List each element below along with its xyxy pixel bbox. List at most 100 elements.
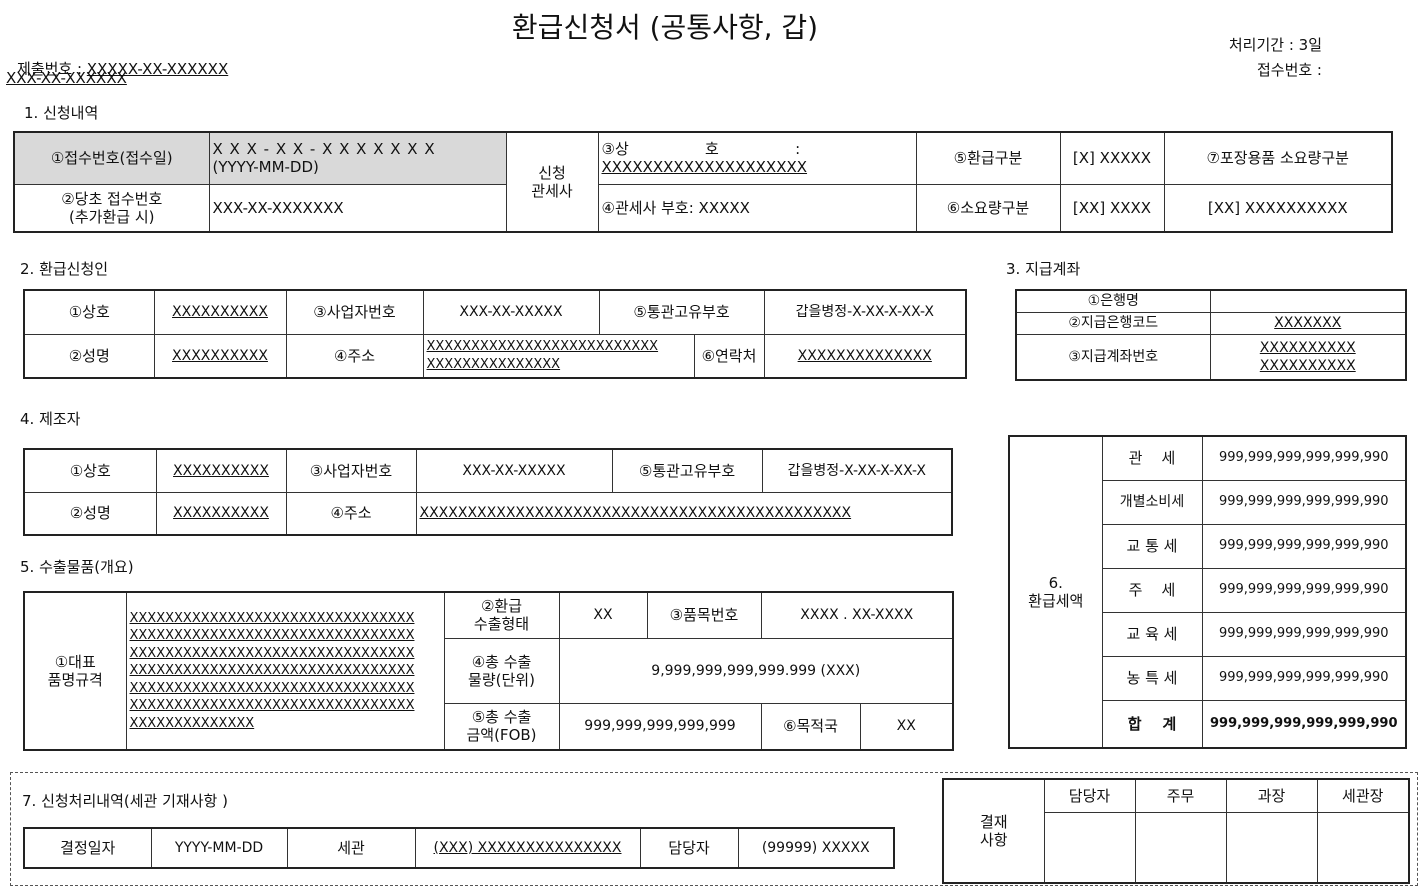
bank-name-value bbox=[1209, 289, 1407, 313]
maker-address-value: XXXXXXXXXXXXXXXXXXXXXXXXXXXXXXXXXXXXXXXX… bbox=[415, 491, 953, 536]
applicant-name-value: XXXXXXXXXX bbox=[153, 289, 287, 335]
section4-heading: 4. 제조자 bbox=[20, 410, 81, 428]
submit-label: 제출번호 : XXXXX-XX-XXXXXX bbox=[17, 58, 228, 79]
approval-col-director: 세관장 bbox=[1316, 778, 1410, 813]
tax-rural-value: 999,999,999,999,999,990 bbox=[1201, 655, 1407, 701]
maker-customs-code-value: 갑을병정-X-XX-X-XX-X bbox=[761, 448, 953, 493]
approval-sign-director bbox=[1316, 811, 1410, 884]
tax-rural-label: 농 특 세 bbox=[1101, 655, 1203, 701]
applicant-name-label: ①상호 bbox=[23, 289, 155, 335]
tax-customs-value: 999,999,999,999,999,990 bbox=[1201, 435, 1407, 481]
broker-name-label: ③상 호 : bbox=[601, 140, 801, 159]
approval-table: 결재 사항 담당자 주무 과장 세관장 bbox=[942, 778, 1410, 884]
applicant-contact-label: ⑥연락처 bbox=[693, 333, 765, 379]
broker-name-value: XXXXXXXXXXXXXXXXXXXX bbox=[601, 158, 808, 177]
page-title: 환급신청서 (공통사항, 갑) bbox=[511, 11, 819, 44]
tax-special-consumption-label: 개별소비세 bbox=[1101, 479, 1203, 525]
original-receipt-value: XXX-XX-XXXXXXX bbox=[208, 183, 507, 233]
original-receipt-label: ②당초 접수번호 (추가환급 시) bbox=[13, 183, 210, 233]
decision-date-value: YYYY-MM-DD bbox=[150, 827, 288, 869]
maker-customs-code-label: ⑤통관고유부호 bbox=[611, 448, 763, 493]
destination-label: ⑥목적국 bbox=[760, 702, 861, 751]
approval-col-officer: 담당자 bbox=[1043, 778, 1136, 813]
item-number-value: XXXX . XX-XXXX bbox=[760, 591, 954, 639]
receipt-number-code: X X X - X X - X X X X X X X bbox=[212, 140, 436, 159]
applicant-contact-value: XXXXXXXXXXXXXX bbox=[763, 333, 967, 379]
section2-table: ①상호 XXXXXXXXXX ③사업자번호 XXX-XX-XXXXX ⑤통관고유… bbox=[23, 289, 967, 379]
officer-label: 담당자 bbox=[639, 827, 739, 869]
section5-table: ①대표 품명규격 XXXXXXXXXXXXXXXXXXXXXXXXXXXXXXX… bbox=[23, 591, 955, 751]
export-amount-value: 999,999,999,999,999 bbox=[558, 702, 762, 751]
export-amount-label: ⑤총 수출 금액(FOB) bbox=[443, 702, 560, 751]
section1-heading: 1. 신청내역 bbox=[24, 104, 99, 122]
section2-heading: 2. 환급신청인 bbox=[20, 260, 109, 278]
export-type-value: XX bbox=[558, 591, 648, 639]
bank-code-value: XXXXXXX bbox=[1209, 311, 1407, 335]
refund-type-value: [X] XXXXX bbox=[1059, 131, 1165, 185]
tax-total-value: 999,999,999,999,999,990 bbox=[1201, 699, 1407, 749]
tax-special-consumption-value: 999,999,999,999,999,990 bbox=[1201, 479, 1407, 525]
approval-sign-manager bbox=[1225, 811, 1318, 884]
applicant-customs-code-label: ⑤통관고유부호 bbox=[598, 289, 765, 335]
section4-table: ①상호 XXXXXXXXXX ③사업자번호 XXX-XX-XXXXX ⑤통관고유… bbox=[23, 448, 953, 536]
account-number-value: XXXXXXXXXX XXXXXXXXXX bbox=[1209, 333, 1407, 381]
approval-sign-officer bbox=[1043, 811, 1136, 884]
requirement-type-label: ⑥소요량구분 bbox=[915, 183, 1061, 233]
item-number-label: ③품목번호 bbox=[646, 591, 762, 639]
officer-value: (99999) XXXXX bbox=[737, 827, 895, 869]
refund-type-label: ⑤환급구분 bbox=[915, 131, 1061, 185]
export-type-label: ②환급 수출형태 bbox=[443, 591, 560, 639]
maker-rep-value: XXXXXXXXXX bbox=[155, 491, 287, 536]
applicant-rep-label: ②성명 bbox=[23, 333, 155, 379]
receipt-date: (YYYY-MM-DD) bbox=[212, 158, 319, 177]
section5-heading: 5. 수출물품(개요) bbox=[20, 558, 134, 576]
export-quantity-label: ④총 수출 물량(단위) bbox=[443, 637, 560, 704]
maker-bizno-label: ③사업자번호 bbox=[285, 448, 417, 493]
submit-label-text: 제출번호 : bbox=[17, 60, 87, 78]
applicant-rep-value: XXXXXXXXXX bbox=[153, 333, 287, 379]
applicant-bizno-label: ③사업자번호 bbox=[285, 289, 424, 335]
export-quantity-value: 9,999,999,999,999.999 (XXX) bbox=[558, 637, 954, 704]
maker-name-value: XXXXXXXXXX bbox=[155, 448, 287, 493]
broker-label: 신청 관세사 bbox=[505, 131, 599, 233]
product-spec-value: XXXXXXXXXXXXXXXXXXXXXXXXXXXXXXXX XXXXXXX… bbox=[125, 591, 445, 751]
applicant-customs-code-value: 갑을병정-X-XX-X-XX-X bbox=[763, 289, 967, 335]
section3-heading: 3. 지급계좌 bbox=[1006, 260, 1081, 278]
approval-col-chief: 주무 bbox=[1134, 778, 1227, 813]
requirement-type-value: [XX] XXXX bbox=[1059, 183, 1165, 233]
applicant-bizno-value: XXX-XX-XXXXX bbox=[422, 289, 600, 335]
tax-traffic-label: 교 통 세 bbox=[1101, 523, 1203, 569]
section6-table: 6. 환급세액 관 세 999,999,999,999,999,990 개별소비… bbox=[1008, 435, 1407, 749]
tax-customs-label: 관 세 bbox=[1101, 435, 1203, 481]
approval-label: 결재 사항 bbox=[942, 778, 1045, 884]
customs-label: 세관 bbox=[286, 827, 416, 869]
broker-name-cell: ③상 호 : XXXXXXXXXXXXXXXXXXXX bbox=[597, 131, 917, 185]
approval-sign-chief bbox=[1134, 811, 1227, 884]
bank-code-label: ②지급은행코드 bbox=[1015, 311, 1211, 335]
receipt-number-label: ①접수번호(접수일) bbox=[13, 131, 210, 185]
section3-table: ①은행명 ②지급은행코드 XXXXXXX ③지급계좌번호 XXXXXXXXXX … bbox=[1015, 289, 1407, 381]
tax-liquor-value: 999,999,999,999,999,990 bbox=[1201, 567, 1407, 613]
tax-traffic-value: 999,999,999,999,999,990 bbox=[1201, 523, 1407, 569]
submit-value: XXXXX-XX-XXXXXX bbox=[86, 60, 229, 78]
receipt-number-value: X X X - X X - X X X X X X X (YYYY-MM-DD) bbox=[208, 131, 507, 185]
broker-code: ④관세사 부호: XXXXX bbox=[597, 183, 917, 233]
maker-address-label: ④주소 bbox=[285, 491, 417, 536]
submit-value-overlap: XXX-XX-XXXXXX bbox=[6, 69, 127, 87]
tax-education-label: 교 육 세 bbox=[1101, 611, 1203, 657]
product-spec-label: ①대표 품명규격 bbox=[23, 591, 127, 751]
tax-education-value: 999,999,999,999,999,990 bbox=[1201, 611, 1407, 657]
tax-total-label: 합 계 bbox=[1101, 699, 1203, 749]
section7-table: 결정일자 YYYY-MM-DD 세관 (XXX) XXXXXXXXXXXXXXX… bbox=[23, 827, 895, 869]
refund-tax-heading: 6. 환급세액 bbox=[1008, 435, 1103, 749]
receipt-number: 접수번호 : bbox=[1256, 61, 1322, 79]
maker-name-label: ①상호 bbox=[23, 448, 157, 493]
packaging-type-label: ⑦포장용품 소요량구분 bbox=[1163, 131, 1393, 185]
tax-liquor-label: 주 세 bbox=[1101, 567, 1203, 613]
applicant-address-label: ④주소 bbox=[285, 333, 424, 379]
account-number-label: ③지급계좌번호 bbox=[1015, 333, 1211, 381]
destination-value: XX bbox=[859, 702, 954, 751]
customs-value: (XXX) XXXXXXXXXXXXXXX bbox=[414, 827, 641, 869]
section7-heading: 7. 신청처리내역(세관 기재사항 ) bbox=[22, 792, 228, 810]
section7-box bbox=[10, 772, 1418, 886]
